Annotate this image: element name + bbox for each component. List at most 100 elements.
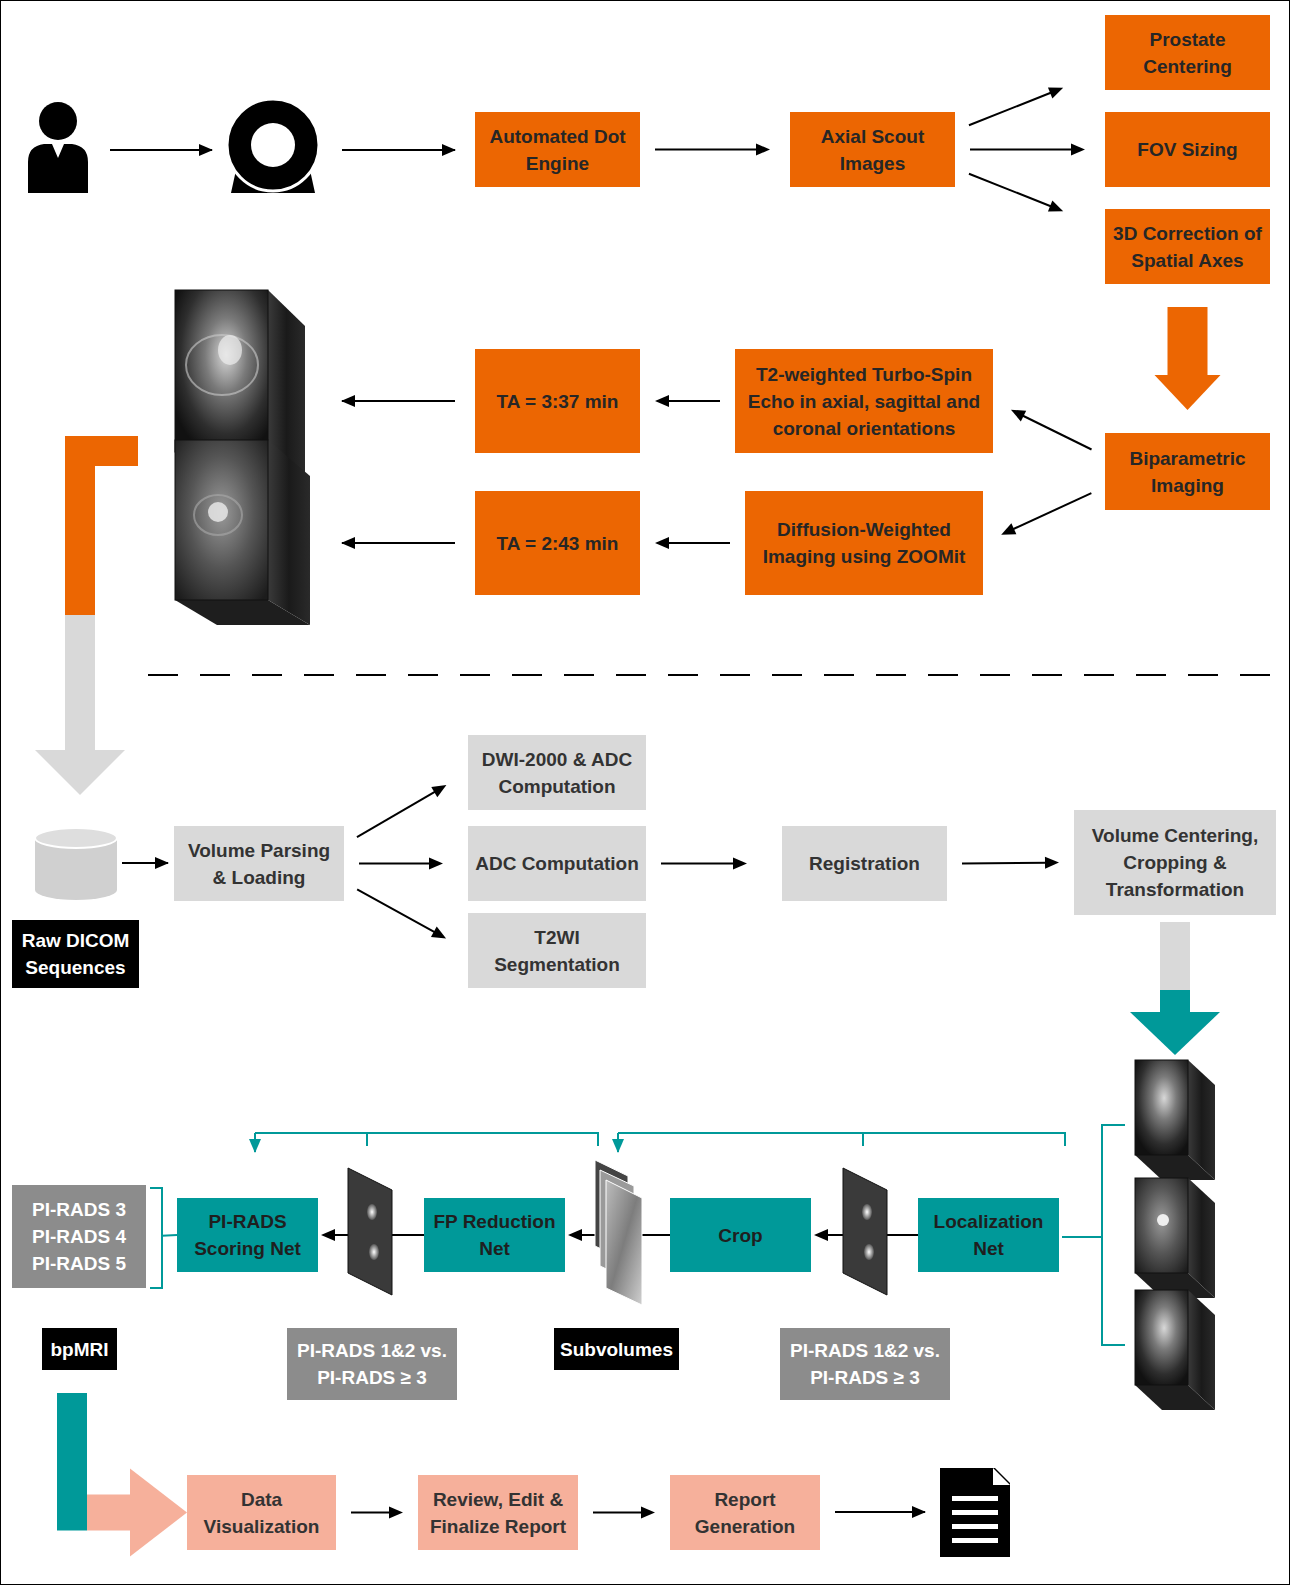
database-icon xyxy=(35,828,117,848)
connector-line xyxy=(969,174,1054,208)
process-box: Volume Parsing & Loading xyxy=(174,826,344,901)
text-group: Axial Scout Images xyxy=(796,123,949,177)
arrow-head xyxy=(130,1469,187,1557)
text-group: FOV Sizing xyxy=(1111,136,1264,163)
flow-arrow xyxy=(342,149,455,151)
mri-image xyxy=(1135,1290,1215,1410)
box-label: TA = 3:37 min xyxy=(481,388,634,415)
text-group: FP Reduction Net xyxy=(430,1208,559,1262)
arrow-head xyxy=(389,1507,403,1519)
box-label: Biparametric Imaging xyxy=(1111,445,1264,499)
document-icon xyxy=(993,1468,1010,1485)
box-label: PI-RADS 1&2 vs. PI-RADS ≥ 3 xyxy=(786,1337,944,1391)
arrow-head xyxy=(814,1229,828,1241)
box-label: Report Generation xyxy=(676,1486,814,1540)
connector-line xyxy=(970,149,1075,151)
arrow-head xyxy=(1155,375,1221,410)
text-group: T2WI Segmentation xyxy=(474,924,640,978)
connector-line xyxy=(969,92,1054,126)
process-box: TA = 3:37 min xyxy=(475,349,640,453)
mri-image xyxy=(1135,1178,1188,1273)
subvolume-stack xyxy=(606,1180,642,1305)
box-label: Volume Centering, Cropping & Transformat… xyxy=(1080,822,1270,903)
arrow-head xyxy=(641,1507,655,1519)
connector xyxy=(1011,410,1092,450)
person-icon xyxy=(39,102,77,140)
box-label: PI-RADS Scoring Net xyxy=(183,1208,312,1262)
arrow-head xyxy=(1048,200,1063,211)
box-label: T2-weighted Turbo-Spin Echo in axial, sa… xyxy=(741,361,987,442)
mri-image xyxy=(1135,1060,1188,1155)
process-box: DWI-2000 & ADC Computation xyxy=(468,735,646,810)
flow-band xyxy=(1160,922,1190,990)
process-box: Automated Dot Engine xyxy=(475,112,640,187)
text-group: bpMRI xyxy=(48,1336,111,1363)
connector xyxy=(969,87,1063,125)
mri-image xyxy=(175,600,310,625)
output-box: PI-RADS 3PI-RADS 4PI-RADS 5 xyxy=(12,1185,146,1288)
connector-line xyxy=(665,400,720,402)
connector xyxy=(1001,493,1091,534)
process-box: 3D Correction of Spatial Axes xyxy=(1105,209,1270,284)
text-group: Diffusion-Weighted Imaging using ZOOMit xyxy=(751,516,977,570)
arrow-head xyxy=(1048,87,1063,98)
feed-line xyxy=(255,1133,598,1146)
connector xyxy=(357,889,446,938)
document-icon xyxy=(952,1524,998,1529)
text-group: PI-RADS 1&2 vs. PI-RADS ≥ 3 xyxy=(293,1337,451,1391)
box-label: PI-RADS 5 xyxy=(18,1250,140,1277)
box-label: Data Visualization xyxy=(193,1486,330,1540)
process-box: Biparametric Imaging xyxy=(1105,433,1270,510)
connector xyxy=(962,857,1059,869)
arrow-head xyxy=(321,1229,335,1241)
connector-line xyxy=(1010,493,1091,530)
box-label: Prostate Centering xyxy=(1111,26,1264,80)
process-box: Report Generation xyxy=(670,1475,820,1550)
flow-band xyxy=(1160,990,1190,1013)
flow-arrow xyxy=(110,149,212,151)
text-group: TA = 2:43 min xyxy=(481,530,634,557)
process-box: ADC Computation xyxy=(468,826,646,901)
box-label: Raw DICOM Sequences xyxy=(18,927,133,981)
box-label: DWI-2000 & ADC Computation xyxy=(474,746,640,800)
flow-arrow xyxy=(342,400,455,402)
box-label: T2WI Segmentation xyxy=(474,924,640,978)
text-group: Biparametric Imaging xyxy=(1111,445,1264,499)
mri-image xyxy=(186,335,258,395)
text-group: Automated Dot Engine xyxy=(481,123,634,177)
arrow-head xyxy=(1011,410,1026,422)
flow-band xyxy=(1130,1012,1220,1055)
output-bracket xyxy=(150,1188,162,1288)
probability-map xyxy=(369,1244,379,1260)
text-group: T2-weighted Turbo-Spin Echo in axial, sa… xyxy=(741,361,987,442)
connector xyxy=(162,1235,177,1237)
text-group: Registration xyxy=(788,850,941,877)
process-box: Data Visualization xyxy=(187,1475,336,1550)
process-box: Volume Centering, Cropping & Transformat… xyxy=(1074,810,1276,915)
flow-arrow xyxy=(122,862,168,864)
box-label: Subvolumes xyxy=(560,1336,673,1363)
box-label: Registration xyxy=(788,850,941,877)
connector xyxy=(655,395,720,407)
text-group: Prostate Centering xyxy=(1111,26,1264,80)
arrow-head xyxy=(1045,857,1059,869)
connector-line xyxy=(593,1512,645,1514)
connector xyxy=(661,858,747,870)
connector-line xyxy=(359,863,433,865)
connector xyxy=(359,858,443,870)
output-box: PI-RADS 1&2 vs. PI-RADS ≥ 3 xyxy=(287,1328,457,1400)
probability-map xyxy=(864,1244,874,1260)
document-icon xyxy=(952,1496,998,1501)
process-box: T2-weighted Turbo-Spin Echo in axial, sa… xyxy=(735,349,993,453)
connector xyxy=(655,537,730,549)
process-box: Prostate Centering xyxy=(1105,15,1270,90)
mri-image xyxy=(1157,1214,1169,1226)
connector xyxy=(655,144,770,156)
connector xyxy=(970,144,1085,156)
connector-line xyxy=(661,863,737,865)
connector xyxy=(351,1507,403,1519)
connector xyxy=(57,1393,187,1557)
box-label: Localization Net xyxy=(924,1208,1053,1262)
